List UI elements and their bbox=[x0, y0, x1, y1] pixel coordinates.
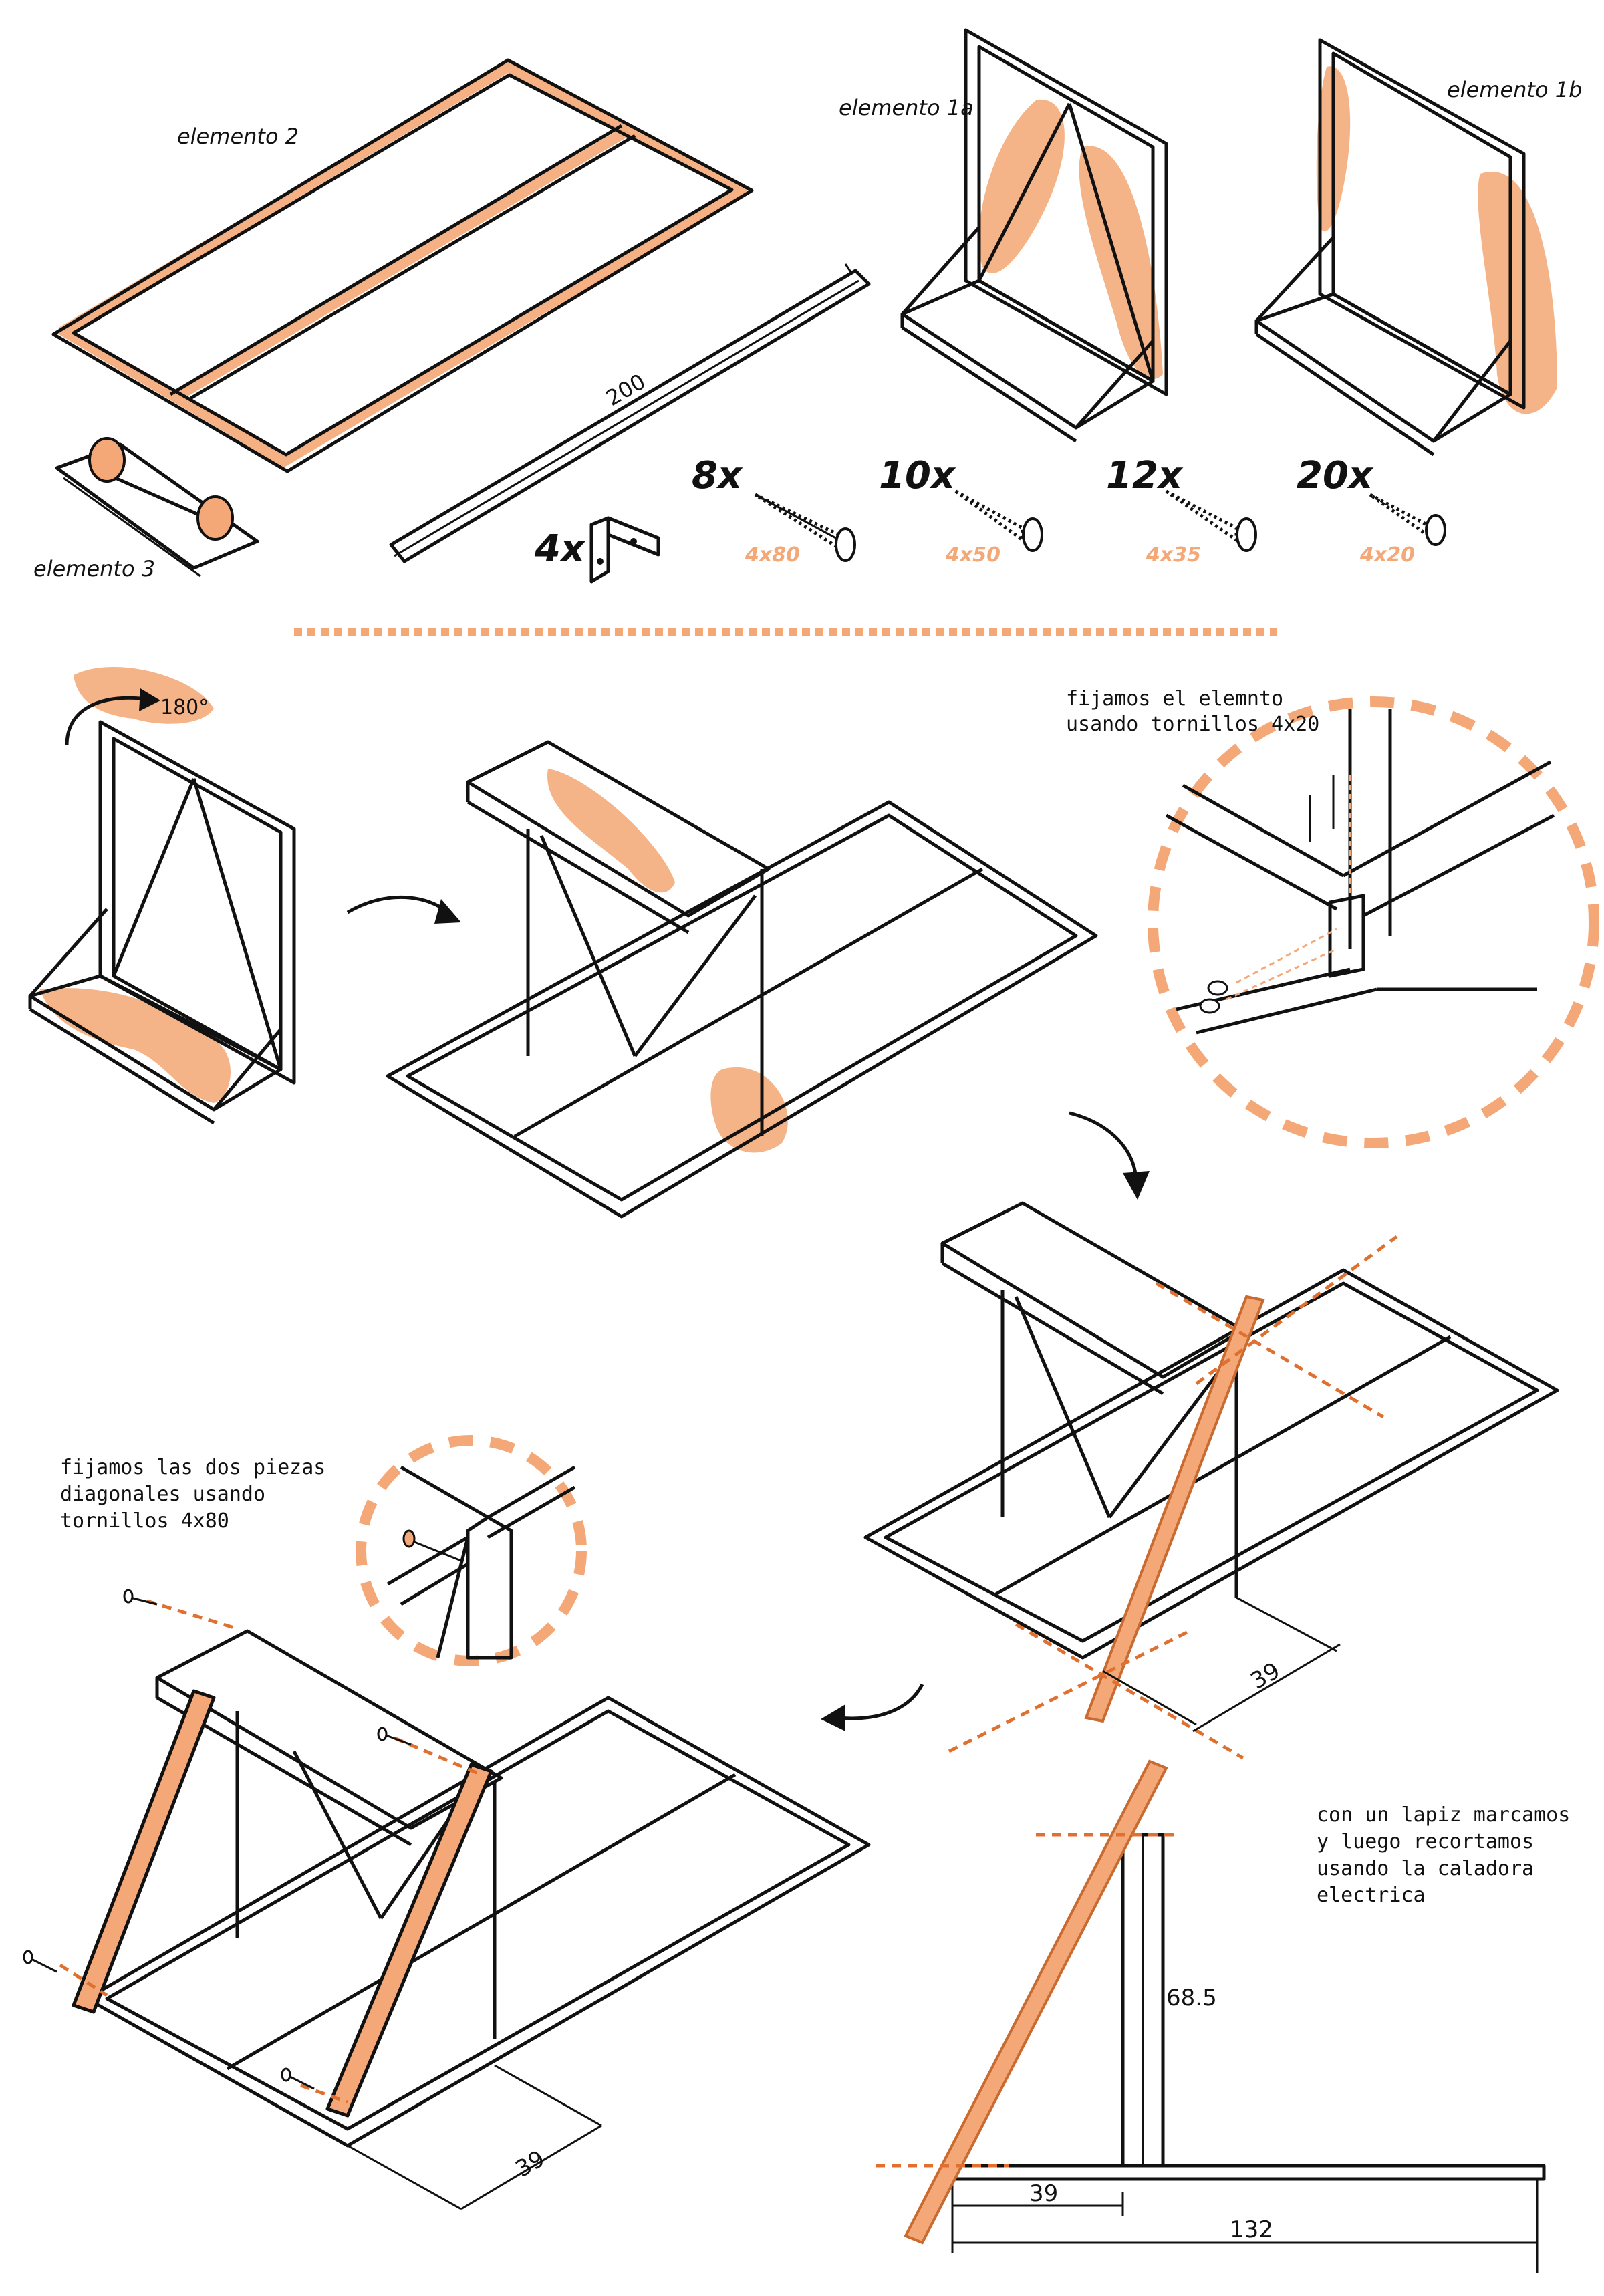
elemento-3-label: elemento 3 bbox=[33, 556, 155, 582]
note-fix-element: fijamos el elemnto usando tornillos 4x20 bbox=[1066, 687, 1319, 736]
screw-bottom-right-icon bbox=[281, 2067, 315, 2090]
profile-200-bar bbox=[389, 263, 871, 563]
step-rotate-element bbox=[28, 667, 296, 1125]
detail-circle-4x80 bbox=[356, 1435, 587, 1666]
elemento-1b-label: elemento 1b bbox=[1447, 77, 1582, 102]
step-arrow-2 bbox=[1069, 1111, 1150, 1200]
step-diagonal-view bbox=[863, 1201, 1559, 1760]
elemento-1a-label: elemento 1a bbox=[839, 95, 974, 120]
dim-base-length: 132 bbox=[1230, 2216, 1273, 2243]
note-diagonals: fijamos las dos piezas diagonales usando… bbox=[60, 1456, 338, 1533]
dim-base-offset: 39 bbox=[1029, 2180, 1058, 2207]
screw-icon-4x50 bbox=[954, 489, 1043, 552]
note-fix-element-line1: fijamos el elemnto bbox=[1066, 687, 1283, 711]
note-mark-cut-line4: electrica bbox=[1317, 1884, 1426, 1907]
screw-top-left-icon bbox=[123, 1589, 158, 1606]
screw-spec-4x50: 4x50 bbox=[945, 543, 1000, 567]
step-arrow-3 bbox=[821, 1683, 924, 1731]
elemento-1a-part bbox=[900, 28, 1168, 443]
screw-qty-12x: 12x bbox=[1106, 454, 1184, 497]
note-fix-element-line2: usando tornillos 4x20 bbox=[1066, 713, 1319, 736]
dim-height: 68.5 bbox=[1166, 1985, 1217, 2011]
note-diagonals-line1: fijamos las dos piezas bbox=[60, 1456, 325, 1479]
step-assembly-view bbox=[386, 740, 1098, 1219]
side-view-measurement bbox=[876, 1759, 1546, 2273]
elemento-3-part bbox=[55, 437, 259, 578]
elemento-2-frame bbox=[51, 58, 754, 473]
dim-offset-top-right: 39 bbox=[1246, 1658, 1285, 1695]
screw-top-right-icon bbox=[377, 1727, 412, 1746]
elemento-2-label: elemento 2 bbox=[177, 124, 299, 149]
note-diagonals-line2: diagonales usando bbox=[60, 1483, 265, 1506]
step-arrow-1 bbox=[346, 895, 461, 924]
angle-bracket-icon bbox=[589, 516, 660, 584]
dim-offset-bottom-left: 39 bbox=[511, 2146, 549, 2183]
note-mark-cut-line1: con un lapiz marcamos bbox=[1317, 1803, 1570, 1827]
angle-bracket-qty: 4x bbox=[534, 527, 586, 571]
note-diagonals-line3: tornillos 4x80 bbox=[60, 1509, 229, 1533]
screw-icon-4x80 bbox=[754, 493, 856, 562]
rotate-180-label: 180° bbox=[160, 696, 209, 719]
screw-spec-4x80: 4x80 bbox=[745, 543, 800, 567]
screw-spec-4x35: 4x35 bbox=[1146, 543, 1201, 567]
elemento-1b-part bbox=[1254, 38, 1557, 457]
screw-qty-10x: 10x bbox=[879, 454, 956, 497]
screw-icon-4x35 bbox=[1165, 489, 1257, 552]
screw-spec-4x20: 4x20 bbox=[1359, 543, 1415, 567]
screw-icon-4x20 bbox=[1369, 493, 1446, 546]
note-mark-cut-line2: y luego recortamos bbox=[1317, 1830, 1534, 1854]
screw-qty-20x: 20x bbox=[1297, 454, 1374, 497]
screw-qty-8x: 8x bbox=[692, 454, 743, 497]
step-diagonals-fixed-view bbox=[23, 1589, 871, 2210]
screw-bottom-left-icon bbox=[23, 1950, 57, 1973]
detail-circle-4x20 bbox=[1148, 696, 1599, 1148]
note-mark-cut-line3: usando la caladora bbox=[1317, 1857, 1534, 1880]
note-mark-cut: con un lapiz marcamos y luego recortamos… bbox=[1317, 1803, 1582, 1907]
